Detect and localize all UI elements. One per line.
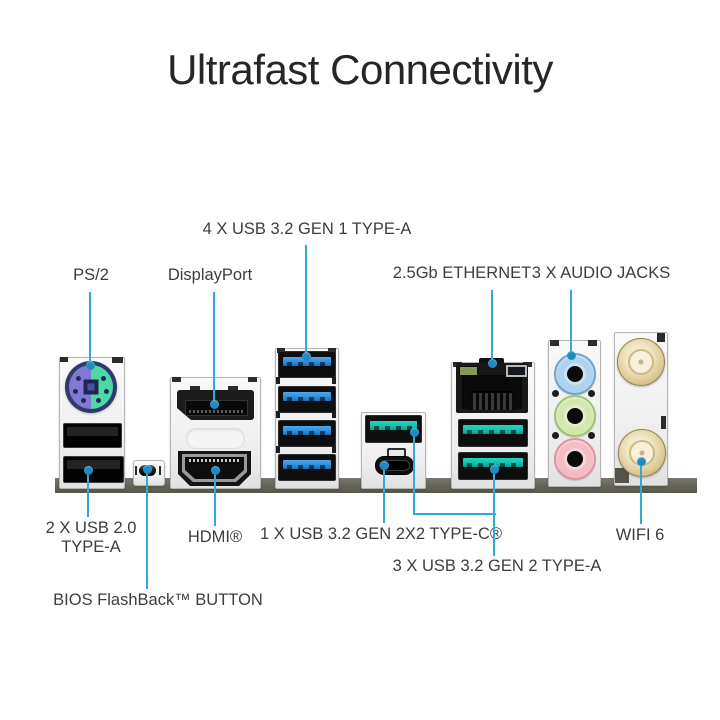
leader-gen2-pair-line — [493, 471, 495, 556]
ethernet-led-right — [506, 365, 527, 377]
shield-nub — [332, 411, 336, 418]
leader-hdmi-dot — [211, 466, 220, 475]
shield-tab — [277, 348, 285, 353]
leader-ethernet-line — [491, 290, 493, 363]
usb3-gen2-port-icon — [458, 419, 528, 447]
usb2-tongue — [67, 427, 118, 437]
shield-tab — [112, 357, 123, 363]
shield-emboss — [186, 428, 245, 449]
leader-gen2-bracket — [413, 513, 496, 515]
shield-tab — [328, 348, 336, 353]
usb-tongue — [283, 426, 331, 435]
screw — [588, 432, 595, 439]
screw — [588, 390, 595, 397]
leader-typec-dot — [380, 461, 389, 470]
shield-tab — [588, 340, 597, 346]
usb2-tongue — [67, 460, 120, 470]
leader-usb20-line — [87, 472, 89, 517]
ps2-port-icon — [65, 361, 117, 413]
dp-latch — [190, 386, 200, 391]
leader-ps2-line — [89, 292, 91, 364]
shield-tab — [657, 333, 665, 342]
usb-tongue — [370, 421, 417, 430]
leader-usb-gen1-line — [305, 245, 307, 355]
shield-shadow — [615, 468, 629, 483]
leader-hdmi-line — [214, 472, 216, 526]
label-typec: 1 X USB 3.2 GEN 2X2 TYPE-C® — [259, 525, 503, 543]
leader-wifi-dot — [637, 457, 646, 466]
label-usb20-line2: TYPE-A — [61, 538, 121, 556]
label-bios: BIOS FlashBack™ BUTTON — [53, 591, 263, 609]
usb-tongue — [283, 392, 331, 401]
rj45-pins — [470, 391, 514, 410]
leader-displayport-dot — [210, 400, 219, 409]
usb-tongue — [283, 357, 331, 366]
shield-tab — [172, 377, 181, 382]
audio-jack-line-in-icon — [554, 353, 596, 395]
label-audio: 3 X AUDIO JACKS — [531, 264, 671, 282]
leader-wifi-line — [640, 463, 642, 524]
ps2-pin — [73, 389, 78, 394]
wifi-antenna-connector-icon — [618, 429, 666, 477]
ps2-pin — [81, 398, 86, 403]
leader-typec-line — [383, 467, 385, 523]
label-hdmi: HDMI® — [187, 528, 243, 546]
shield-notch — [661, 416, 666, 429]
dp-latch — [228, 386, 238, 391]
usb2-port-icon — [63, 456, 124, 483]
label-wifi: WIFI 6 — [615, 526, 665, 544]
usb-tongue — [463, 425, 523, 434]
leader-ethernet-dot — [488, 359, 497, 368]
ps2-key — [83, 379, 99, 395]
leader-displayport-line — [213, 292, 215, 403]
wifi-antenna-connector-icon — [617, 338, 665, 386]
shield-nub — [276, 446, 280, 453]
shield-nub — [332, 446, 336, 453]
leader-gen2-pair-dot — [490, 465, 499, 474]
audio-jack-line-out-icon — [554, 395, 596, 437]
audio-jack-mic-icon — [554, 438, 596, 480]
usb3-gen1-port-icon — [278, 454, 336, 481]
shield-nub — [276, 411, 280, 418]
usb-tongue — [283, 460, 331, 469]
shield-nub — [276, 377, 280, 384]
usb3-gen1-port-icon — [278, 420, 336, 447]
button-mark — [159, 466, 161, 475]
displayport-port-icon — [177, 390, 254, 420]
shield-tab — [60, 357, 68, 362]
label-usb20-line1: 2 X USB 2.0 — [45, 519, 137, 537]
leader-bios-line — [146, 471, 148, 589]
label-usb32-gen1: 4 X USB 3.2 GEN 1 TYPE-A — [202, 220, 412, 238]
leader-gen2-single-dot — [410, 428, 419, 437]
rj45-port-icon — [456, 363, 528, 413]
leader-bios-dot — [143, 465, 152, 474]
leader-ps2-dot — [86, 361, 95, 370]
shield-nub — [332, 377, 336, 384]
leader-audio-dot — [567, 351, 576, 360]
ethernet-led-left — [459, 366, 478, 376]
label-displayport: DisplayPort — [167, 266, 253, 284]
ps2-pin — [101, 376, 106, 381]
label-ethernet: 2.5Gb ETHERNET — [392, 264, 532, 282]
usb3-gen2-port-icon — [365, 415, 422, 443]
screw — [552, 390, 559, 397]
screw — [552, 432, 559, 439]
shield-tab — [248, 377, 257, 382]
usb3-gen1-port-icon — [278, 386, 336, 413]
button-mark — [135, 466, 137, 475]
leader-usb20-dot — [84, 466, 93, 475]
label-usb32-gen2: 3 X USB 3.2 GEN 2 TYPE-A — [392, 557, 602, 575]
leader-gen2-single-line — [413, 434, 415, 515]
ps2-pin — [104, 389, 109, 394]
ps2-pin — [96, 398, 101, 403]
ps2-port-face — [69, 365, 113, 409]
ps2-pin — [76, 376, 81, 381]
label-ps2: PS/2 — [73, 266, 109, 284]
leader-usb-gen1-dot — [302, 352, 311, 361]
shield-tab — [550, 340, 559, 346]
page-title: Ultrafast Connectivity — [167, 46, 553, 93]
usb2-port-icon — [63, 423, 122, 448]
leader-audio-line — [570, 290, 572, 354]
